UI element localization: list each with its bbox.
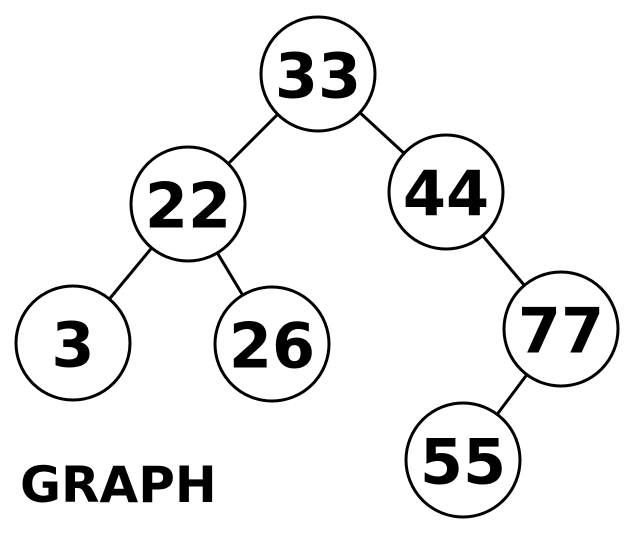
node-label: 26 [229,310,315,383]
node-label: 77 [518,295,604,368]
tree-node-44: 44 [387,133,505,251]
tree-node-77: 77 [502,270,620,388]
tree-node-33: 33 [259,15,377,133]
node-label: 33 [275,40,361,113]
node-label: 22 [145,170,231,243]
node-circle [129,145,247,263]
tree-node-22: 22 [129,145,247,263]
tree-node-55: 55 [404,401,522,519]
tree-node-3: 3 [14,284,132,402]
node-label: 44 [403,158,489,231]
node-label: 55 [420,426,506,499]
node-label: 3 [51,309,94,382]
node-circle [14,284,132,402]
tree-node-26: 26 [213,285,331,403]
node-circle [213,285,331,403]
node-circle [259,15,377,133]
node-circle [404,401,522,519]
diagram-caption: GRAPH [20,456,217,514]
node-circle [502,270,620,388]
node-circle [387,133,505,251]
